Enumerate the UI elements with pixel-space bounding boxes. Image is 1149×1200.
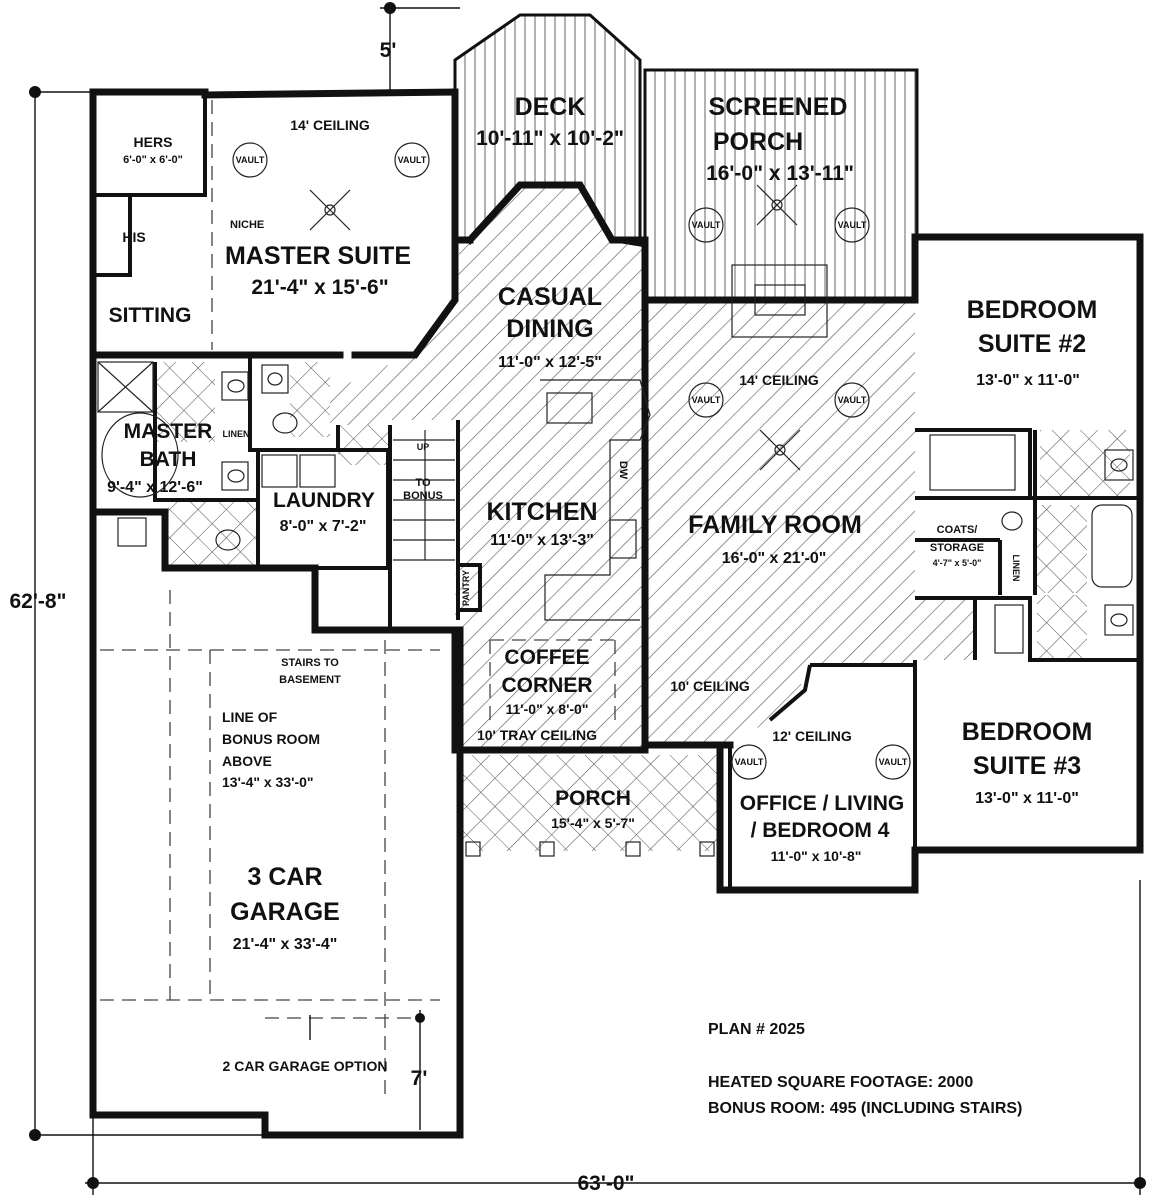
svg-text:VAULT: VAULT — [735, 757, 764, 767]
family-room-size: 16'-0" x 21'-0" — [722, 550, 827, 567]
vault-icon: VAULT — [394, 142, 430, 178]
svg-text:VAULT: VAULT — [838, 395, 867, 405]
vault-icon: VAULT — [875, 744, 911, 780]
bedroom2-name1: BEDROOM — [967, 296, 1098, 324]
coffee-corner-name1: COFFEE — [504, 646, 589, 669]
heated-sqft: HEATED SQUARE FOOTAGE: 2000 — [708, 1074, 973, 1091]
stairs-up: UP — [417, 442, 430, 452]
interior-walls — [93, 92, 1140, 890]
hall-ceiling: 10' CEILING — [670, 678, 750, 694]
overall-width-dim: 63'-0" — [578, 1172, 635, 1195]
svg-text:VAULT: VAULT — [236, 155, 265, 165]
porch-name: PORCH — [555, 787, 631, 810]
coats-size: 4'-7" x 5'-0" — [933, 558, 982, 568]
deck-size: 10'-11" x 10'-2" — [476, 127, 624, 150]
coats-linen: LINEN — [1011, 555, 1021, 582]
porch-size: 15'-4" x 5'-7" — [551, 815, 635, 831]
laundry-size: 8'-0" x 7'-2" — [280, 518, 367, 535]
bonus-line-size: 13'-4" x 33'-0" — [222, 774, 314, 790]
screened-porch-name1: SCREENED — [709, 93, 848, 121]
stairs-basement-2: BASEMENT — [279, 674, 341, 686]
master-suite-ceiling: 14' CEILING — [290, 117, 370, 133]
coffee-corner-name2: CORNER — [501, 674, 592, 697]
office-name1: OFFICE / LIVING — [740, 792, 905, 815]
overall-height-dim: 62'-8" — [10, 590, 67, 613]
vault-icon: VAULT — [688, 207, 724, 243]
coffee-corner-size: 11'-0" x 8'-0" — [506, 701, 589, 717]
exterior-walls — [89, 88, 1144, 1139]
offset-top-dim: 5' — [380, 39, 397, 62]
niche-label: NICHE — [230, 219, 264, 231]
vault-icon: VAULT — [232, 142, 268, 178]
floor-fills — [155, 13, 1130, 851]
svg-text:VAULT: VAULT — [692, 395, 721, 405]
master-bath-linen: LINEN — [223, 429, 250, 439]
his-name: HIS — [122, 229, 145, 245]
master-suite-name: MASTER SUITE — [225, 242, 411, 270]
hers-name: HERS — [134, 134, 173, 150]
bedroom2-size: 13'-0" x 11'-0" — [976, 372, 1080, 389]
pantry-label: PANTRY — [461, 570, 471, 606]
office-size: 11'-0" x 10'-8" — [771, 848, 862, 864]
plan-number: PLAN # 2025 — [708, 1021, 805, 1038]
bedroom2-name2: SUITE #2 — [978, 330, 1086, 358]
ceiling-fan-icon — [759, 429, 801, 471]
master-suite-size: 21'-4" x 15'-6" — [251, 276, 388, 299]
stairs-bonus: BONUS — [403, 490, 443, 502]
office-ceiling: 12' CEILING — [772, 728, 852, 744]
vault-icon: VAULT — [834, 382, 870, 418]
coats-name2: STORAGE — [930, 542, 984, 554]
offset-garage-dim: 7' — [411, 1067, 428, 1090]
vault-icon: VAULT — [834, 207, 870, 243]
stairs-to: TO — [415, 477, 431, 489]
laundry-name: LAUNDRY — [273, 489, 375, 512]
bonus-room-sqft: BONUS ROOM: 495 (INCLUDING STAIRS) — [708, 1100, 1022, 1117]
family-room-name: FAMILY ROOM — [688, 511, 862, 539]
bedroom3-size: 13'-0" x 11'-0" — [975, 790, 1079, 807]
casual-dining-name2: DINING — [506, 315, 594, 343]
bedroom3-name1: BEDROOM — [962, 718, 1093, 746]
family-room-ceiling: 14' CEILING — [739, 372, 819, 388]
dishwasher-label: DW — [617, 461, 629, 480]
ceiling-fan-icon — [756, 184, 798, 226]
coats-name1: COATS/ — [937, 524, 978, 536]
garage-size: 21'-4" x 33'-4" — [233, 936, 338, 953]
screened-porch-size: 16'-0" x 13'-11" — [706, 162, 854, 185]
master-bath-size: 9'-4" x 12'-6" — [107, 479, 203, 496]
bedroom3-name2: SUITE #3 — [973, 752, 1081, 780]
svg-text:VAULT: VAULT — [879, 757, 908, 767]
garage-name2: GARAGE — [230, 898, 340, 926]
office-name2: / BEDROOM 4 — [751, 819, 890, 842]
ceiling-fan-icon — [309, 189, 351, 231]
svg-text:VAULT: VAULT — [692, 220, 721, 230]
master-bath-name2: BATH — [140, 448, 197, 471]
svg-text:VAULT: VAULT — [838, 220, 867, 230]
garage-option: 2 CAR GARAGE OPTION — [223, 1058, 388, 1074]
master-bath-name1: MASTER — [124, 420, 213, 443]
casual-dining-name1: CASUAL — [498, 283, 602, 311]
room-labels: 5' DECK 10'-11" x 10'-2" SCREENED PORCH … — [10, 39, 1098, 1195]
deck-name: DECK — [515, 93, 586, 121]
sitting-name: SITTING — [109, 304, 192, 327]
svg-text:VAULT: VAULT — [398, 155, 427, 165]
coffee-corner-ceiling: 10' TRAY CEILING — [477, 727, 597, 743]
kitchen-size: 11'-0" x 13'-3" — [490, 532, 594, 549]
bonus-line-3: ABOVE — [222, 753, 272, 769]
casual-dining-size: 11'-0" x 12'-5" — [498, 354, 602, 371]
garage-name1: 3 CAR — [247, 863, 322, 891]
vault-icon: VAULT — [731, 744, 767, 780]
stair-treads — [393, 430, 455, 561]
kitchen-name: KITCHEN — [486, 498, 597, 526]
fixtures — [97, 100, 1134, 1100]
stairs-basement-1: STAIRS TO — [281, 657, 339, 669]
vault-icon: VAULT — [688, 382, 724, 418]
hers-size: 6'-0" x 6'-0" — [123, 154, 183, 166]
screened-porch-name2: PORCH — [713, 128, 803, 156]
vault-markers: VAULT VAULT VAULT VAULT VAULT VAULT VAUL… — [232, 142, 911, 780]
dimension-lines — [29, 2, 1146, 1195]
bonus-line-1: LINE OF — [222, 709, 278, 725]
bonus-line-2: BONUS ROOM — [222, 731, 320, 747]
